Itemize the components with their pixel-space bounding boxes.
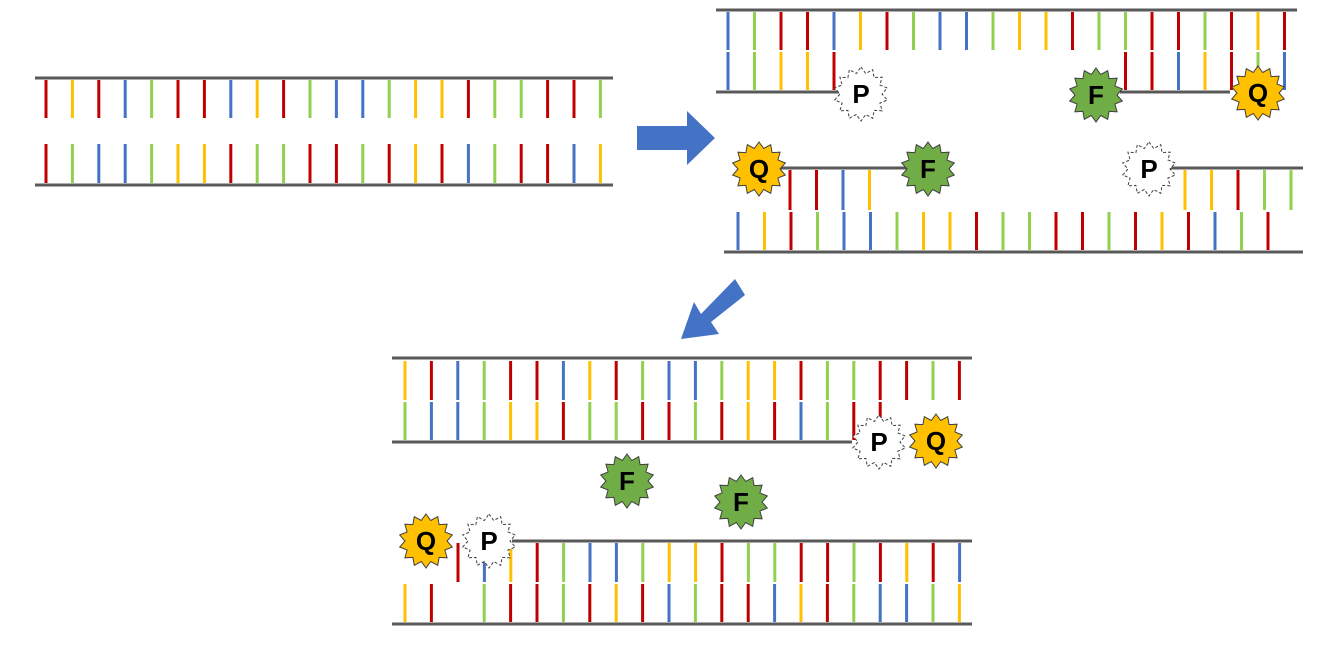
quencher-icon-shape xyxy=(731,141,787,197)
arrow-down-left xyxy=(681,279,745,339)
reporter-dye-icon-shape xyxy=(900,141,956,197)
marker-label: F xyxy=(619,466,635,496)
marker-label: P xyxy=(870,427,887,457)
quencher-icon-shape xyxy=(398,513,454,569)
probe-icon-shape xyxy=(461,513,517,569)
quencher-icon: Q xyxy=(1230,65,1286,121)
probe-icon: P xyxy=(461,513,517,569)
marker-label: P xyxy=(1140,154,1157,184)
quencher-icon: Q xyxy=(908,413,964,469)
marker-label: Q xyxy=(416,526,436,556)
marker-label: Q xyxy=(926,426,946,456)
marker-label: F xyxy=(920,154,936,184)
marker-label: P xyxy=(480,526,497,556)
probe-icon: P xyxy=(833,66,889,122)
reporter-dye-icon: F xyxy=(713,474,769,530)
quencher-icon: Q xyxy=(731,141,787,197)
probe-icon: P xyxy=(851,414,907,470)
arrow-layer xyxy=(637,111,745,339)
quencher-icon: Q xyxy=(398,513,454,569)
marker-layer: P F Q Q F P P Q F F Q P xyxy=(398,65,1286,569)
marker-label: F xyxy=(733,487,749,517)
reporter-dye-icon: F xyxy=(1068,67,1124,123)
marker-label: Q xyxy=(749,154,769,184)
quencher-icon-shape xyxy=(908,413,964,469)
marker-label: P xyxy=(852,79,869,109)
dna-layer xyxy=(35,8,1303,626)
probe-icon-shape xyxy=(1121,141,1177,197)
reporter-dye-icon-shape xyxy=(599,453,655,509)
marker-label: F xyxy=(1088,80,1104,110)
arrow-right xyxy=(637,111,715,165)
quencher-icon-shape xyxy=(1230,65,1286,121)
reporter-dye-icon-shape xyxy=(713,474,769,530)
probe-icon: P xyxy=(1121,141,1177,197)
marker-label: Q xyxy=(1248,78,1268,108)
probe-icon-shape xyxy=(851,414,907,470)
reporter-dye-icon-shape xyxy=(1068,67,1124,123)
reporter-dye-icon: F xyxy=(599,453,655,509)
reporter-dye-icon: F xyxy=(900,141,956,197)
probe-icon-shape xyxy=(833,66,889,122)
